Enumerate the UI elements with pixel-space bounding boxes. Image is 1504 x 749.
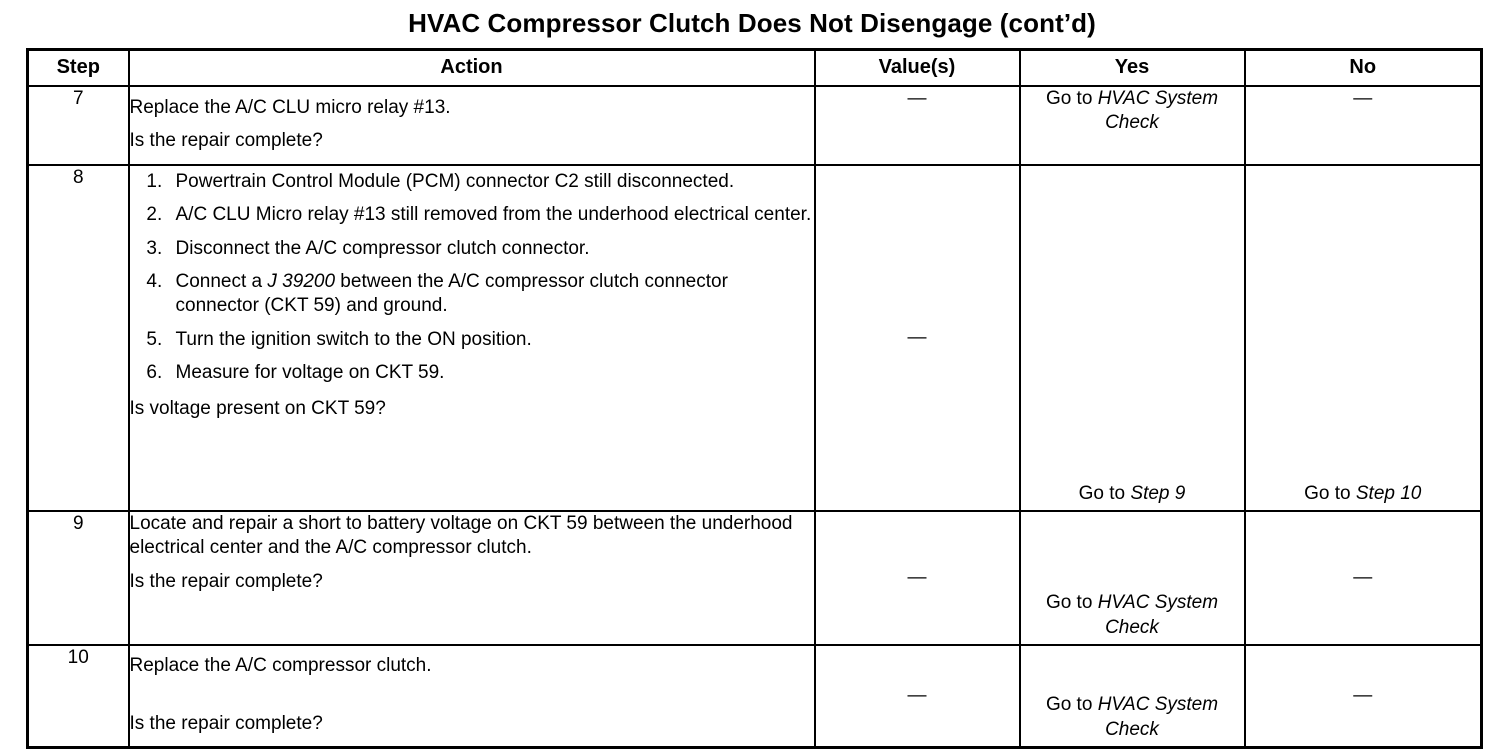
- no-dash: —: [1353, 684, 1373, 706]
- list-item-text: Powertrain Control Module (PCM) connecto…: [175, 171, 735, 192]
- yes-cell: Go to HVAC System Check: [1018, 644, 1246, 749]
- value-cell: —: [813, 85, 1021, 166]
- list-item: Powertrain Control Module (PCM) connecto…: [168, 170, 814, 194]
- no-prefix: Go to: [1304, 482, 1356, 504]
- table-row: 8 Powertrain Control Module (PCM) connec…: [26, 164, 1483, 512]
- value-dash: —: [907, 326, 927, 348]
- value-cell: —: [813, 510, 1021, 646]
- action-line: Replace the A/C CLU micro relay #13.: [129, 97, 451, 118]
- yes-target: HVAC System Check: [1097, 88, 1219, 134]
- action-cell: Locate and repair a short to battery vol…: [127, 510, 816, 646]
- step-number: 8: [26, 164, 130, 512]
- list-item-text: Measure for voltage on CKT 59.: [175, 361, 445, 383]
- column-header-step: Step: [26, 48, 130, 87]
- step-number: 7: [26, 85, 130, 166]
- table-row: 7 Replace the A/C CLU micro relay #13. I…: [26, 85, 1483, 166]
- list-item: Disconnect the A/C compressor clutch con…: [168, 237, 814, 261]
- yes-cell: Go to Step 9: [1018, 164, 1246, 512]
- column-header-value: Value(s): [813, 48, 1021, 87]
- yes-target: HVAC System Check: [1097, 694, 1219, 740]
- action-question: Is the repair complete?: [129, 713, 323, 735]
- yes-prefix: Go to: [1045, 592, 1098, 614]
- tool-reference: J 39200: [267, 270, 336, 292]
- table-header-row: Step Action Value(s) Yes No: [26, 48, 1483, 87]
- list-item: Measure for voltage on CKT 59.: [168, 361, 814, 385]
- table-row: 10 Replace the A/C compressor clutch. Is…: [26, 644, 1483, 749]
- list-item: A/C CLU Micro relay #13 still removed fr…: [168, 203, 814, 227]
- table-body: 7 Replace the A/C CLU micro relay #13. I…: [26, 85, 1483, 749]
- list-item-text: Connect a: [175, 270, 268, 292]
- action-line: Locate and repair a short to battery vol…: [129, 513, 793, 559]
- column-header-no: No: [1243, 48, 1483, 87]
- no-cell: —: [1243, 644, 1483, 749]
- list-item: Connect a J 39200 between the A/C compre…: [168, 270, 814, 319]
- no-target: Step 10: [1355, 482, 1422, 504]
- action-question: Is voltage present on CKT 59?: [129, 398, 386, 420]
- action-line: Replace the A/C compressor clutch.: [129, 655, 432, 676]
- action-question: Is the repair complete?: [129, 570, 323, 592]
- step-number: 9: [26, 510, 130, 646]
- no-cell: —: [1243, 85, 1483, 166]
- action-question: Is the repair complete?: [129, 130, 323, 152]
- action-cell: Powertrain Control Module (PCM) connecto…: [127, 164, 816, 512]
- list-item-text: Disconnect the A/C compressor clutch con…: [175, 237, 590, 259]
- value-dash: —: [907, 566, 927, 588]
- table-row: 9 Locate and repair a short to battery v…: [26, 510, 1483, 646]
- page-title: HVAC Compressor Clutch Does Not Disengag…: [408, 8, 1096, 38]
- list-item-text: A/C CLU Micro relay #13 still removed fr…: [175, 204, 812, 226]
- yes-cell: Go to HVAC System Check: [1018, 85, 1246, 166]
- list-item: Turn the ignition switch to the ON posit…: [168, 328, 814, 352]
- action-cell: Replace the A/C CLU micro relay #13. Is …: [127, 85, 816, 166]
- list-item-text-cont: between the A/C compressor clutch connec…: [175, 270, 728, 317]
- yes-prefix: Go to: [1045, 88, 1098, 109]
- table-header: Step Action Value(s) Yes No: [26, 48, 1483, 87]
- yes-prefix: Go to: [1078, 482, 1131, 504]
- no-cell: —: [1243, 510, 1483, 646]
- yes-cell: Go to HVAC System Check: [1018, 510, 1246, 646]
- column-header-action: Action: [127, 48, 816, 87]
- no-dash: —: [1353, 88, 1373, 109]
- list-item-text: Turn the ignition switch to the ON posit…: [175, 328, 532, 350]
- yes-target: Step 9: [1130, 482, 1186, 504]
- action-step-list: Powertrain Control Module (PCM) connecto…: [130, 170, 814, 385]
- step-number: 10: [26, 644, 130, 749]
- no-cell: Go to Step 10: [1243, 164, 1483, 512]
- value-cell: —: [813, 164, 1021, 512]
- yes-prefix: Go to: [1045, 694, 1098, 716]
- action-cell: Replace the A/C compressor clutch. Is th…: [127, 644, 816, 749]
- column-header-yes: Yes: [1018, 48, 1246, 87]
- value-dash: —: [907, 88, 927, 109]
- value-dash: —: [907, 684, 927, 706]
- value-cell: —: [813, 644, 1021, 749]
- diagnostic-table: Step Action Value(s) Yes No 7 Replace th…: [26, 48, 1483, 749]
- yes-target: HVAC System Check: [1097, 592, 1219, 638]
- no-dash: —: [1353, 566, 1373, 588]
